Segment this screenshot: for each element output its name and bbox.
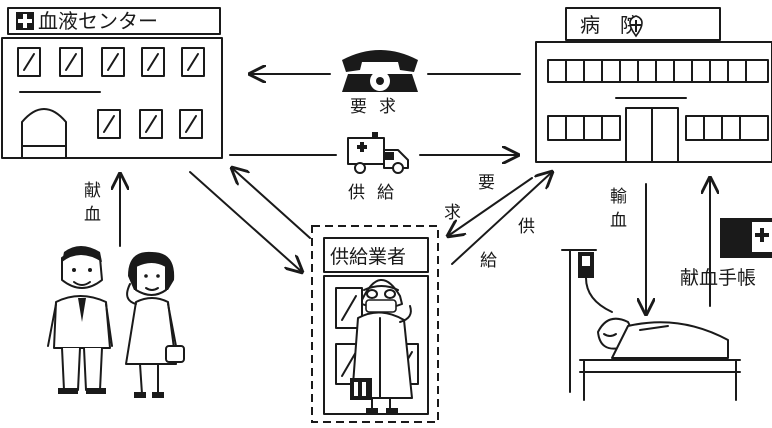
- supply-diag-char-1: 供: [518, 217, 535, 237]
- transfusion-label: 輸 血: [610, 187, 632, 231]
- donor-card-label: 献血手帳: [680, 267, 756, 289]
- telephone-icon: [342, 50, 418, 92]
- iv-bag-icon: [561, 249, 613, 393]
- supply-diag-char-2: 給: [480, 251, 497, 271]
- bc-to-supplier-arrow: [189, 171, 302, 272]
- request-diag-label: 要 求: [444, 173, 500, 223]
- supplier-to-bc-arrow: [232, 168, 311, 239]
- blood-center-label: 血液センター: [38, 9, 158, 33]
- hospital-building: 病 院: [535, 7, 772, 163]
- blood-center-building: 血液センター: [1, 7, 223, 159]
- red-cross-icon: [16, 12, 34, 30]
- donor-man: [47, 246, 113, 394]
- supplier-box: 供給業者: [311, 225, 439, 423]
- donor-woman: [125, 251, 185, 398]
- request-diag-char-2: 求: [444, 203, 461, 223]
- transfusion-char-2: 血: [610, 211, 627, 231]
- patient-in-bed: [579, 317, 741, 401]
- donation-char-1: 献: [84, 181, 101, 201]
- donation-label: 献 血: [84, 181, 106, 225]
- hospital-to-supplier-arrow: [448, 177, 533, 236]
- supply-label: 供給: [348, 183, 406, 203]
- transfusion-char-1: 輸: [610, 187, 627, 207]
- supplier-worker: [350, 279, 413, 413]
- donation-char-2: 血: [84, 205, 101, 225]
- ambulance-icon: [347, 132, 409, 174]
- donor-card-icon: [720, 218, 772, 258]
- supplier-label: 供給業者: [330, 246, 406, 268]
- request-label: 要求: [350, 97, 408, 117]
- hospital-cross-icon: [629, 15, 643, 38]
- request-diag-char-1: 要: [478, 173, 495, 193]
- supply-diag-label: 供 給: [480, 217, 540, 271]
- supplier-to-hospital-arrow: [451, 172, 552, 265]
